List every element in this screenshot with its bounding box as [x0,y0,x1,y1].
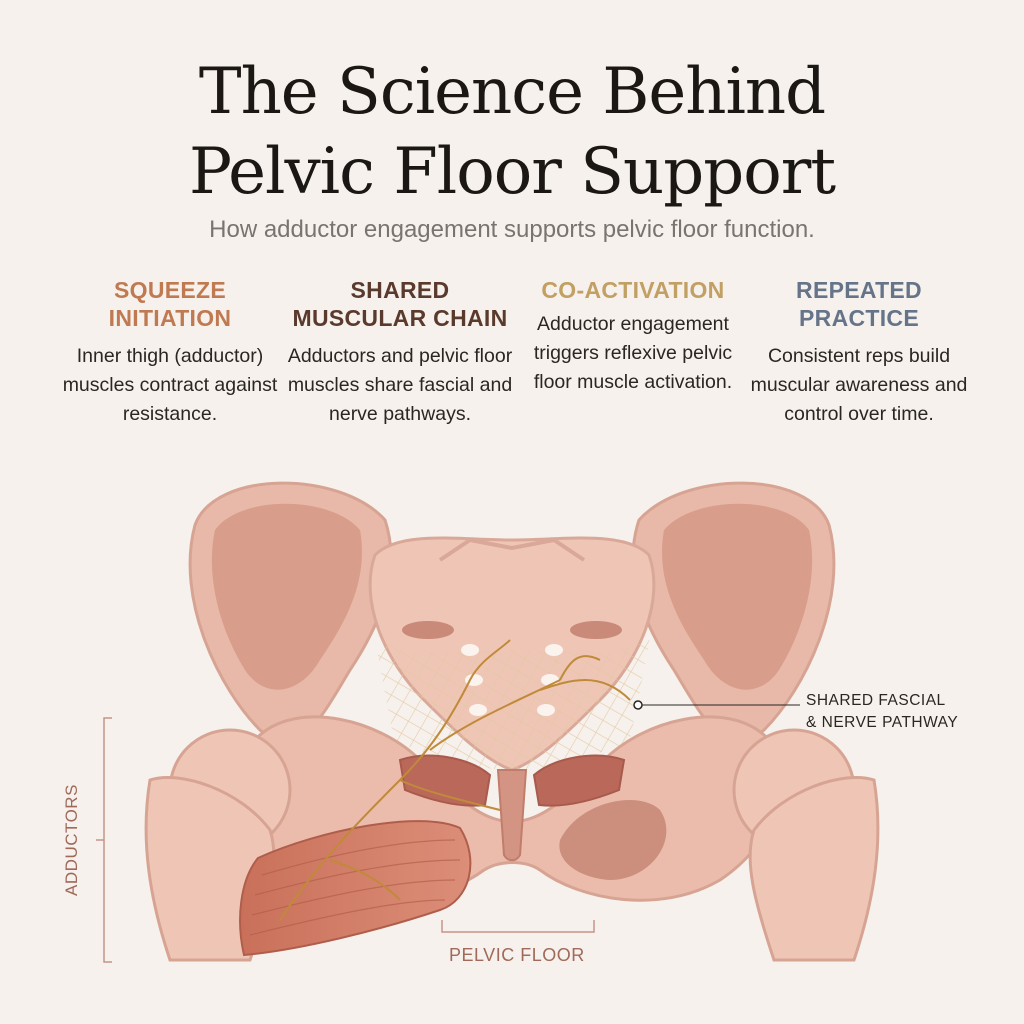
right-ilium-inner [662,503,813,690]
column-heading-line: CO-ACTIVATION [541,277,725,303]
page-title: The Science Behind Pelvic Floor Support [0,52,1024,212]
info-column-shared-chain: SHARED MUSCULAR CHAIN Adductors and pelv… [280,276,520,429]
column-heading-line: REPEATED [796,277,922,303]
column-body: Adductor engagement triggers reflexive p… [533,313,733,393]
column-heading-line: PRACTICE [799,305,919,331]
info-column-squeeze: SQUEEZE INITIATION Inner thigh (adductor… [50,276,290,429]
column-heading: SHARED MUSCULAR CHAIN [280,276,520,332]
pelvic-floor-muscle-left [398,754,492,807]
adductors-bracket [96,717,112,963]
column-heading: REPEATED PRACTICE [739,276,979,332]
sacral-shadow-left [402,621,454,639]
fascial-callout-dot [633,700,643,710]
column-heading: SQUEEZE INITIATION [50,276,290,332]
coccyx [496,769,528,862]
nerve-pathway [279,639,631,921]
adductor-fibers [249,839,461,936]
column-heading-line: MUSCULAR CHAIN [292,305,508,331]
pelvic-floor-muscle-right [532,754,626,807]
title-line-1: The Science Behind [198,55,826,129]
right-femur [748,775,880,962]
column-heading-line: SHARED [350,277,450,303]
obturator-right [559,800,667,880]
left-ilium-inner [211,503,362,690]
title-line-2: Pelvic Floor Support [188,135,836,209]
pelvic-floor-bracket [441,920,595,933]
info-column-repeated-practice: REPEATED PRACTICE Consistent reps build … [739,276,979,429]
sacral-foramina [461,644,563,716]
label-line: SHARED FASCIAL [806,692,946,709]
label-pelvic-floor: PELVIC FLOOR [449,945,585,965]
column-heading: CO-ACTIVATION [513,276,753,304]
label-shared-fascial: SHARED FASCIAL & NERVE PATHWAY [806,690,958,734]
label-line: & NERVE PATHWAY [806,714,959,731]
adductor-muscle [239,820,472,957]
label-adductors: ADDUCTORS [62,784,81,896]
column-heading-line: SQUEEZE [113,277,226,303]
fascial-mesh [375,640,650,770]
column-heading-line: INITIATION [108,305,232,331]
subtitle: How adductor engagement supports pelvic … [209,216,815,243]
column-body: Consistent reps build muscular awareness… [750,345,968,425]
column-body: Inner thigh (adductor) muscles contract … [62,345,278,425]
column-body: Adductors and pelvic floor muscles share… [287,345,513,425]
info-column-co-activation: CO-ACTIVATION Adductor engagement trigge… [513,276,753,397]
sacral-shadow-right [570,621,622,639]
sacral-crest [438,537,586,562]
